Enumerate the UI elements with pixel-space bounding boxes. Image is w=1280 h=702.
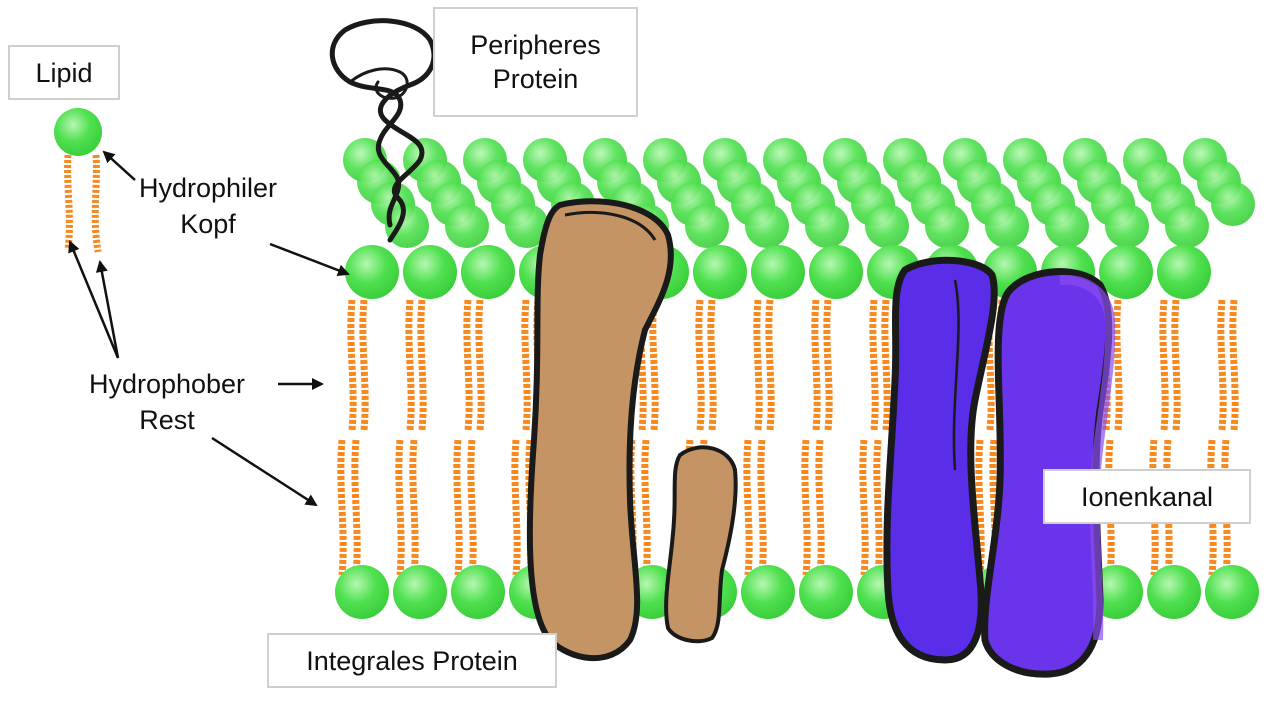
label-lipid-text: Lipid [35,57,93,88]
label-peripheral-protein-line1: Peripheres [470,30,601,60]
lipid-tail [823,299,833,431]
lipid-tail [511,439,521,576]
lipid-tail [1171,299,1181,431]
lipid-head [685,204,729,248]
lipid-tail [815,439,825,576]
lipid-head [1165,204,1209,248]
lipid-tail [409,439,419,576]
lipid-head [985,204,1029,248]
lipid-tail [811,299,821,431]
lipid-head [54,108,102,156]
lipid-head [1045,204,1089,248]
lipid-tail [417,299,427,431]
small-integral-protein [664,445,738,644]
lipid-head [345,245,399,299]
lipid-tail [869,299,879,431]
lipid-head [393,565,447,619]
arrow-head-to-membrane [269,242,350,277]
lipid-head [1205,565,1259,619]
lipid-tail [1113,299,1123,431]
lipid-head [809,245,863,299]
lipid-head [1099,245,1153,299]
label-peripheral-protein-line2: Protein [492,64,579,94]
integral-protein [526,198,674,662]
lipid-tail [453,439,463,576]
lipid-tail [463,299,473,431]
lipid-tail [347,299,357,431]
arrow-tail-to-membrane-lower [211,436,318,507]
label-ion-channel-text: Ionenkanal [1080,481,1214,512]
label-integral-protein: Integrales Protein [267,633,557,688]
label-hydrophilic-head-line1: Hydrophiler [138,173,278,203]
annotation-arrows [68,150,350,507]
lipid-tail [695,299,705,431]
lipid-tail [1217,299,1227,431]
lipid-tail [859,439,869,576]
lipid-head [805,204,849,248]
lipid-tail [641,439,651,576]
lipid-tail [873,439,883,576]
lipid-head [751,245,805,299]
lipid-head [799,565,853,619]
lipid-tail [1229,299,1239,431]
lipid-tail [337,439,347,576]
lipid-tail [467,439,477,576]
lipid-tail [707,299,717,431]
label-lipid: Lipid [8,45,120,100]
lipid-tail [475,299,485,431]
arrow-tail-to-lipid-left [68,240,120,359]
lipid-tail [395,439,405,576]
lipid-head [451,565,505,619]
lipid-head [741,565,795,619]
arrow-head-to-lipid [102,150,136,181]
back-lipid-heads [343,138,1255,248]
lipid-head [865,204,909,248]
label-hydrophilic-head-line2: Kopf [180,209,236,239]
arrow-tail-to-lipid-right [95,260,120,359]
lipid-tail [359,299,369,431]
lipid-head [461,245,515,299]
lipid-tail [1159,299,1169,431]
lipid-tail [765,299,775,431]
lipid-tail [881,299,891,431]
label-integral-protein-text: Integrales Protein [306,645,518,676]
lipid-tail [801,439,811,576]
lipid-head [1211,182,1255,226]
lipid-head [385,204,429,248]
lipid-head [335,565,389,619]
label-hydrophobic-tail-line2: Rest [139,405,195,435]
lipid-tail [743,439,753,576]
lipid-tail [351,439,361,576]
lipid-head [403,245,457,299]
lipid-head [1157,245,1211,299]
lipid-head [1105,204,1149,248]
peripheral-protein [329,18,437,243]
lipid-tail [757,439,767,576]
lipid-tail [753,299,763,431]
lipid-head [745,204,789,248]
lipid-head [1147,565,1201,619]
label-hydrophobic-tail: Hydrophober Rest [62,366,272,438]
lipid-head [445,204,489,248]
label-hydrophilic-head: Hydrophiler Kopf [128,170,288,242]
ion-channel [883,256,1116,678]
single-lipid [54,108,102,253]
label-peripheral-protein: Peripheres Protein [433,7,638,117]
lipid-head [693,245,747,299]
lipid-tail [405,299,415,431]
lipid-head [925,204,969,248]
lipid-tail [521,299,531,431]
lipid-head [505,204,549,248]
label-hydrophobic-tail-line1: Hydrophober [88,369,246,399]
label-ion-channel: Ionenkanal [1043,469,1251,524]
